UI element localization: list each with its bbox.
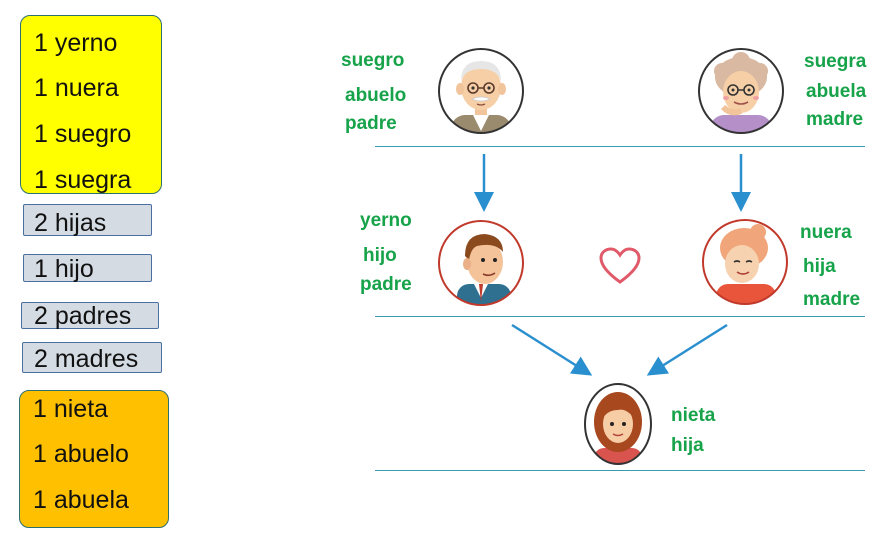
woman-avatar	[700, 216, 790, 308]
box-line: 2 madres	[34, 345, 139, 373]
arrow-daughter-to-granddaughter	[646, 323, 728, 376]
son-label: yerno	[360, 210, 412, 231]
box-line: 1 nieta	[33, 395, 109, 423]
generation-line-3	[375, 470, 865, 471]
daughter-in-law-label: hija	[803, 256, 836, 277]
box-line: 1 suegro	[34, 120, 132, 148]
box-line: 2 hijas	[34, 209, 107, 237]
generation-line-1	[375, 146, 865, 147]
family-members-box-padres: 2 padres	[21, 302, 159, 329]
daughter-in-law-label: madre	[803, 289, 861, 310]
grandfather-label: abuelo	[345, 85, 407, 106]
girl-avatar	[582, 380, 654, 468]
son-label: hijo	[363, 245, 397, 266]
generation-line-2	[375, 316, 865, 317]
heart-icon	[598, 246, 642, 286]
family-members-box-madres: 2 madres	[22, 342, 162, 373]
family-members-box-orange: 1 nieta 1 abuelo 1 abuela	[19, 390, 169, 528]
family-members-box-hijo: 1 hijo	[23, 254, 152, 282]
grandmother-label: suegra	[804, 51, 867, 72]
granddaughter-label: hija	[671, 435, 704, 456]
granddaughter-label: nieta	[671, 405, 716, 426]
grandfather-avatar	[437, 45, 525, 137]
box-line: 1 nuera	[34, 74, 119, 102]
grandfather-label: suegro	[341, 50, 405, 71]
family-members-box-hijas: 2 hijas	[23, 204, 152, 236]
box-line: 1 abuelo	[33, 440, 129, 468]
grandmother-avatar	[696, 45, 786, 137]
box-line: 2 padres	[34, 302, 132, 330]
box-line: 1 abuela	[33, 486, 129, 514]
son-label: padre	[360, 274, 412, 295]
box-line: 1 hijo	[34, 255, 94, 283]
box-line: 1 yerno	[34, 29, 118, 57]
man-avatar	[437, 218, 525, 308]
daughter-in-law-label: nuera	[800, 222, 852, 243]
grandfather-label: padre	[345, 113, 397, 134]
family-members-box-yellow: 1 yerno 1 nuera 1 suegro 1 suegra	[20, 15, 162, 194]
grandmother-label: abuela	[806, 81, 867, 102]
arrow-son-to-granddaughter	[511, 323, 593, 376]
grandmother-label: madre	[806, 109, 864, 130]
box-line: 1 suegra	[34, 166, 132, 194]
